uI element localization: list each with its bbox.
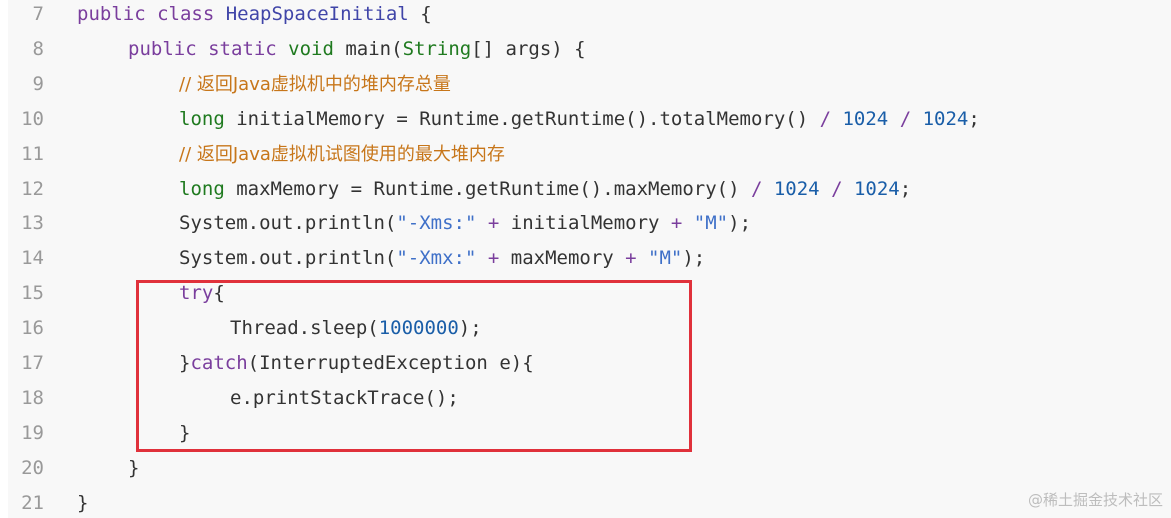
code-token: void [288, 37, 346, 60]
code-token: + [476, 212, 511, 235]
code-line: public static void main(String[] args) { [128, 36, 586, 62]
code-token: long [179, 177, 237, 200]
line-number: 9 [32, 72, 44, 95]
code-token: System.out.println( [179, 212, 397, 235]
code-token: "-Xms:" [396, 212, 477, 235]
code-line: // 返回Java虚拟机中的堆内存总量 [179, 71, 451, 97]
line-number: 20 [21, 456, 44, 479]
code-token: public class [77, 3, 226, 25]
code-token: { [408, 3, 432, 25]
code-token: HeapSpaceInitial [225, 3, 409, 25]
code-line: } [179, 420, 190, 446]
code-line: } [77, 490, 88, 516]
code-token: e.printStackTrace(); [230, 386, 459, 409]
line-number: 17 [21, 352, 44, 374]
code-token: 1024 [773, 177, 832, 200]
code-token: 1000000 [378, 317, 459, 340]
line-number: 16 [21, 317, 44, 340]
code-token: initialMemory = Runtime.getRuntime().tot… [236, 107, 820, 130]
line-number: 19 [21, 421, 44, 444]
code-token: public static [128, 37, 289, 60]
code-token: // 返回Java虚拟机试图使用的最大堆内存 [179, 143, 505, 165]
line-number-gutter: 7 8 9 10 11 12 13 14 15 16 17 18 19 20 21 [8, 0, 52, 518]
line-number: 7 [32, 3, 44, 25]
code-token: 1024 [842, 107, 900, 130]
code-token: ); [682, 247, 706, 270]
code-token: catch [190, 352, 248, 374]
code-line: System.out.println("-Xms:" + initialMemo… [179, 210, 751, 236]
code-token: + [659, 212, 694, 235]
code-token: } [128, 456, 140, 479]
code-token: System.out.println( [179, 247, 397, 270]
code-line: } [128, 455, 139, 481]
code-token: / [819, 107, 843, 130]
code-line: long initialMemory = Runtime.getRuntime(… [179, 106, 980, 132]
code-token: { [213, 282, 225, 305]
line-number: 12 [21, 177, 44, 200]
code-token: } [179, 421, 191, 444]
line-number: 10 [21, 107, 44, 130]
code-token: / [899, 107, 923, 130]
code-token: main( [345, 37, 403, 60]
code-token: initialMemory [510, 212, 660, 235]
code-line: long maxMemory = Runtime.getRuntime().ma… [179, 176, 911, 202]
code-token: } [77, 491, 89, 514]
code-token: "-Xmx:" [396, 247, 477, 270]
line-number: 18 [21, 386, 44, 409]
code-token: "M" [693, 212, 729, 235]
code-token: } [179, 352, 191, 374]
code-token: maxMemory = Runtime.getRuntime().maxMemo… [236, 177, 751, 200]
code-line: try{ [179, 280, 225, 306]
code-line: Thread.sleep(1000000); [230, 315, 482, 341]
line-number: 15 [21, 282, 44, 305]
code-token: ; [899, 177, 912, 200]
code-line: e.printStackTrace(); [230, 385, 459, 411]
code-token: long [179, 107, 237, 130]
code-token: [] args) { [471, 37, 586, 60]
line-number: 8 [32, 37, 44, 60]
code-editor: 7 8 9 10 11 12 13 14 15 16 17 18 19 20 21 public class… [8, 0, 1171, 518]
code-token: ; [968, 107, 980, 130]
code-token: 1024 [922, 107, 969, 130]
line-number: 11 [21, 142, 44, 165]
code-token: Thread.sleep( [230, 317, 379, 340]
code-token: "M" [648, 247, 683, 270]
code-token: / [831, 177, 854, 200]
code-token: + [613, 247, 649, 270]
code-line: }catch(InterruptedException e){ [179, 350, 534, 376]
code-token: ); [458, 317, 482, 340]
code-line: public class HeapSpaceInitial { [77, 1, 432, 27]
line-number: 13 [21, 212, 44, 235]
line-number: 21 [21, 491, 44, 514]
code-token: ); [728, 212, 752, 235]
watermark: @稀土掘金技术社区 [1027, 491, 1163, 509]
code-token: String [402, 37, 472, 60]
code-token: 1024 [853, 177, 900, 200]
code-line: System.out.println("-Xmx:" + maxMemory +… [179, 245, 705, 271]
line-number: 14 [21, 247, 44, 270]
code-token: // 返回Java虚拟机中的堆内存总量 [179, 73, 451, 95]
code-token: maxMemory [510, 247, 614, 270]
code-token: (InterruptedException e){ [247, 352, 534, 374]
code-token: try [179, 282, 214, 305]
code-token: / [750, 177, 774, 200]
code-token: + [476, 247, 511, 270]
code-line: // 返回Java虚拟机试图使用的最大堆内存 [179, 141, 505, 167]
